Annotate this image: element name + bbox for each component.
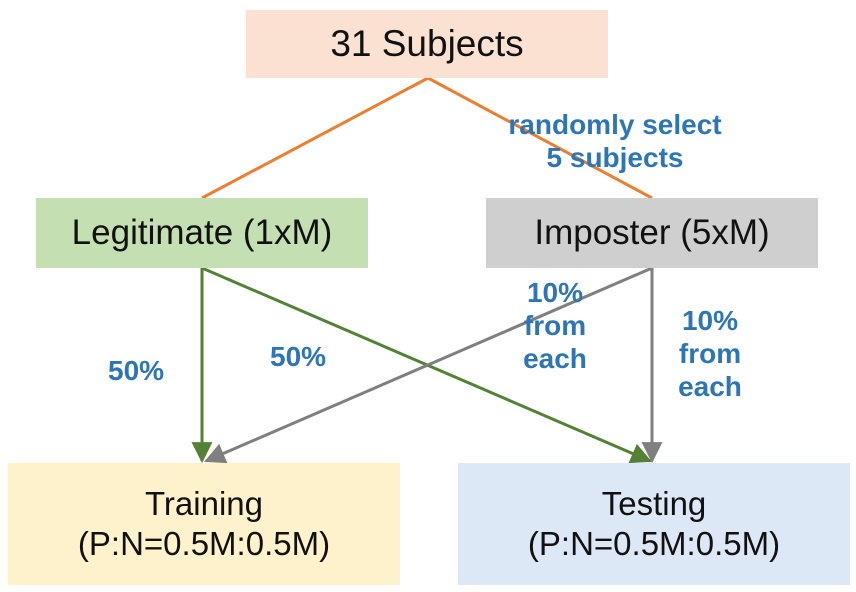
label-imposter-to-training-line: each <box>523 343 587 375</box>
label-imposter-to-training: 10% from each <box>505 276 605 375</box>
edge-subjects-to-legitimate <box>201 76 429 200</box>
label-legit-to-training: 50% <box>108 355 165 386</box>
edge-subjects-to-imposter <box>427 76 653 200</box>
node-training-ratio: (P:N=0.5M:0.5M) <box>77 525 331 562</box>
label-imposter-to-training-line: 10% <box>526 277 584 308</box>
node-subjects-label: 31 Subjects <box>330 23 524 64</box>
label-random-select-line: randomly select <box>508 109 722 140</box>
label-random-select: randomly select 5 subjects <box>470 108 760 174</box>
node-testing-title: Testing <box>601 484 707 522</box>
node-testing-ratio: (P:N=0.5M:0.5M) <box>527 525 781 562</box>
node-subjects: 31 Subjects <box>246 10 608 78</box>
label-imposter-to-testing: 10% from each <box>660 304 760 403</box>
node-training-title: Training <box>145 484 263 522</box>
node-testing: Testing (P:N=0.5M:0.5M) <box>458 463 850 585</box>
label-legit-to-testing: 50% <box>270 341 327 372</box>
edge-imposter-to-training <box>204 266 653 464</box>
label-imposter-to-training-line: from <box>523 310 587 342</box>
node-training: Training (P:N=0.5M:0.5M) <box>8 463 400 585</box>
label-random-select-line: 5 subjects <box>546 142 684 174</box>
label-imposter-to-testing-line: 10% <box>681 305 739 336</box>
label-imposter-to-testing-line: from <box>678 338 742 370</box>
node-imposter: Imposter (5xM) <box>486 198 818 268</box>
node-legitimate: Legitimate (1xM) <box>36 198 368 268</box>
label-imposter-to-testing-line: each <box>678 371 742 403</box>
node-legitimate-label: Legitimate (1xM) <box>71 213 333 252</box>
node-imposter-label: Imposter (5xM) <box>534 213 770 252</box>
